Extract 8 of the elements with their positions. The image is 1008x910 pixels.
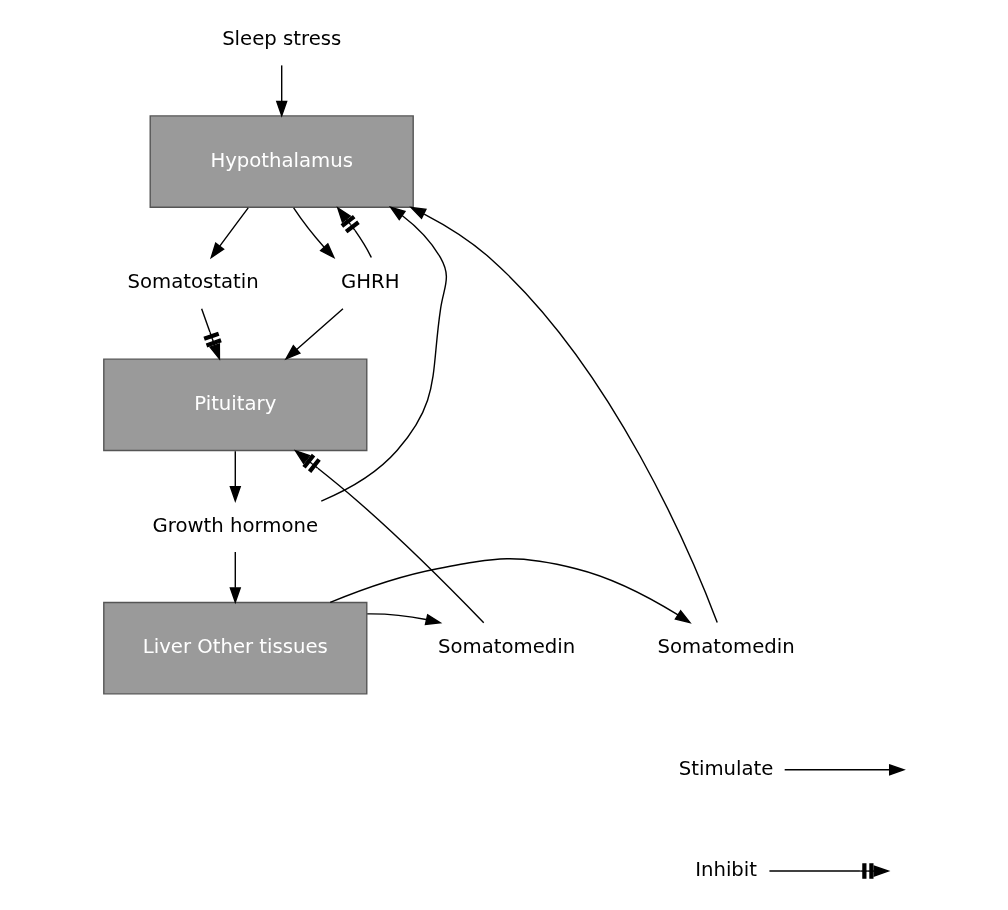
node-text: GHRH [340, 269, 400, 293]
legend-label: Inhibit [694, 857, 757, 881]
node-text: Somatostatin [127, 269, 259, 293]
legend-label: Stimulate [678, 756, 773, 780]
node-text: Somatomedin [437, 634, 575, 658]
node-text: Growth hormone [152, 513, 318, 537]
node-text: Somatomedin [657, 634, 795, 658]
node-text: Sleep stress [221, 26, 341, 50]
